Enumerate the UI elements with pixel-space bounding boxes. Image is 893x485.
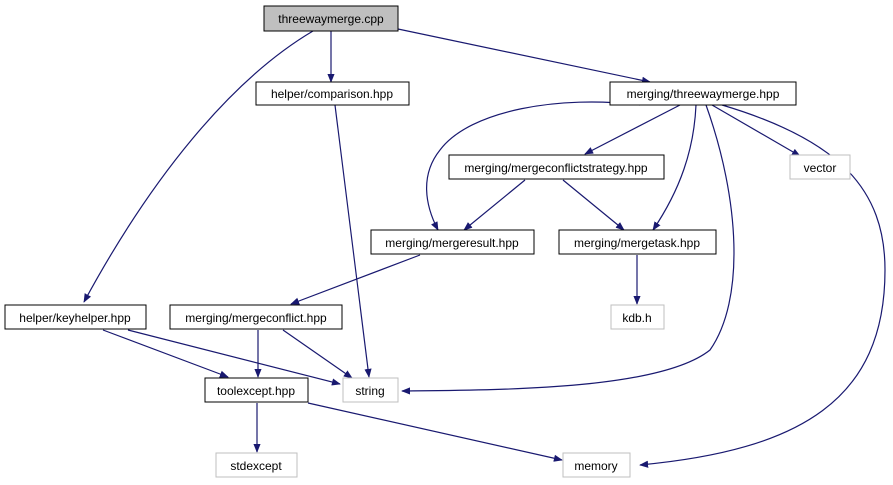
node-keyhelper-hpp[interactable]: helper/keyhelper.hpp — [4, 304, 147, 330]
node-memory[interactable]: memory — [562, 452, 631, 478]
node-label: toolexcept.hpp — [217, 384, 295, 398]
node-mergeconflict-hpp[interactable]: merging/mergeconflict.hpp — [169, 304, 343, 330]
node-mergetask-hpp[interactable]: merging/mergetask.hpp — [558, 229, 717, 255]
node-label: vector — [804, 161, 837, 175]
node-string[interactable]: string — [342, 377, 399, 403]
node-comparison-hpp[interactable]: helper/comparison.hpp — [255, 81, 410, 106]
node-label: merging/threewaymerge.hpp — [627, 87, 780, 101]
node-label: string — [355, 384, 384, 398]
node-label: merging/mergetask.hpp — [574, 236, 700, 250]
node-label: threewaymerge.cpp — [278, 12, 384, 26]
edge-strategy-to-mergetask — [562, 179, 625, 231]
edge-cpp-to-threewaymerge-hpp — [397, 28, 651, 84]
edge-strategy-to-mergeresult — [463, 179, 526, 231]
node-threewaymerge-hpp[interactable]: merging/threewaymerge.hpp — [609, 81, 797, 106]
edge-twm-to-mergeresult — [426, 101, 641, 231]
edge-keyhelper-to-toolexcept — [102, 329, 229, 378]
node-label: kdb.h — [622, 311, 651, 325]
edges — [83, 28, 886, 468]
node-toolexcept-hpp[interactable]: toolexcept.hpp — [204, 377, 309, 403]
node-mergeconflictstrategy-hpp[interactable]: merging/mergeconflictstrategy.hpp — [448, 154, 665, 180]
node-threewaymerge-cpp[interactable]: threewaymerge.cpp — [263, 5, 399, 32]
node-label: merging/mergeconflictstrategy.hpp — [464, 161, 648, 175]
edge-toolexcept-to-memory — [307, 402, 563, 462]
edge-twm-to-strategy — [584, 104, 681, 155]
node-label: helper/keyhelper.hpp — [19, 311, 131, 325]
node-kdb-h[interactable]: kdb.h — [610, 304, 665, 330]
edge-twm-to-memory — [639, 104, 886, 468]
edge-twm-to-string — [401, 104, 735, 395]
node-label: merging/mergeresult.hpp — [385, 236, 519, 250]
edge-cpp-to-keyhelper — [83, 30, 314, 303]
node-mergeresult-hpp[interactable]: merging/mergeresult.hpp — [370, 229, 535, 255]
edge-twm-to-mergetask — [652, 104, 697, 231]
node-vector[interactable]: vector — [789, 154, 851, 180]
node-label: merging/mergeconflict.hpp — [185, 311, 327, 325]
edge-mergeconflict-to-string — [282, 329, 353, 379]
edge-comparison-to-string — [334, 104, 372, 378]
edge-keyhelper-to-string — [127, 329, 341, 386]
node-label: memory — [574, 459, 617, 473]
node-stdexcept[interactable]: stdexcept — [215, 452, 298, 478]
nodes: threewaymerge.cpp helper/comparison.hpp … — [4, 5, 851, 478]
node-label: stdexcept — [230, 459, 282, 473]
node-label: helper/comparison.hpp — [271, 87, 393, 101]
edge-twm-to-vector — [711, 104, 801, 157]
edge-mergeresult-to-mergeconflict — [290, 254, 421, 305]
